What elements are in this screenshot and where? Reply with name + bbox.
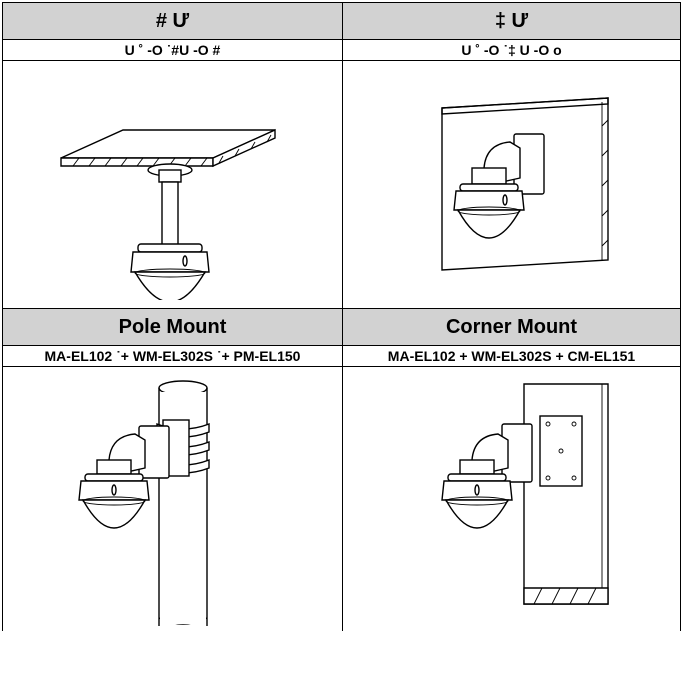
- corner-mount-parts: MA-EL102 + WM-EL302S + CM-EL151: [342, 345, 681, 367]
- ceiling-mount-title: # Ư: [2, 2, 343, 40]
- pole-mount-illustration: [2, 366, 343, 631]
- mount-options-table: # Ư ‡ Ư U ˚ -O ˙#U -O # U ˚ -O ˙‡ U -O o: [2, 2, 681, 631]
- wall-mount-drawing: [440, 96, 609, 271]
- wall-mount-title: ‡ Ư: [342, 2, 681, 40]
- pole-mount-drawing: [77, 380, 210, 626]
- pole-mount-parts: MA-EL102 ˙+ WM-EL302S ˙+ PM-EL150: [2, 345, 343, 367]
- pole-mount-title: Pole Mount: [2, 308, 343, 346]
- wall-mount-parts: U ˚ -O ˙‡ U -O o: [342, 39, 681, 61]
- wall-mount-illustration: [342, 60, 681, 309]
- corner-mount-drawing: [440, 383, 609, 605]
- corner-mount-illustration: [342, 366, 681, 631]
- ceiling-mount-illustration: [2, 60, 343, 309]
- ceiling-mount-drawing: [59, 128, 276, 300]
- ceiling-mount-parts: U ˚ -O ˙#U -O #: [2, 39, 343, 61]
- corner-mount-title: Corner Mount: [342, 308, 681, 346]
